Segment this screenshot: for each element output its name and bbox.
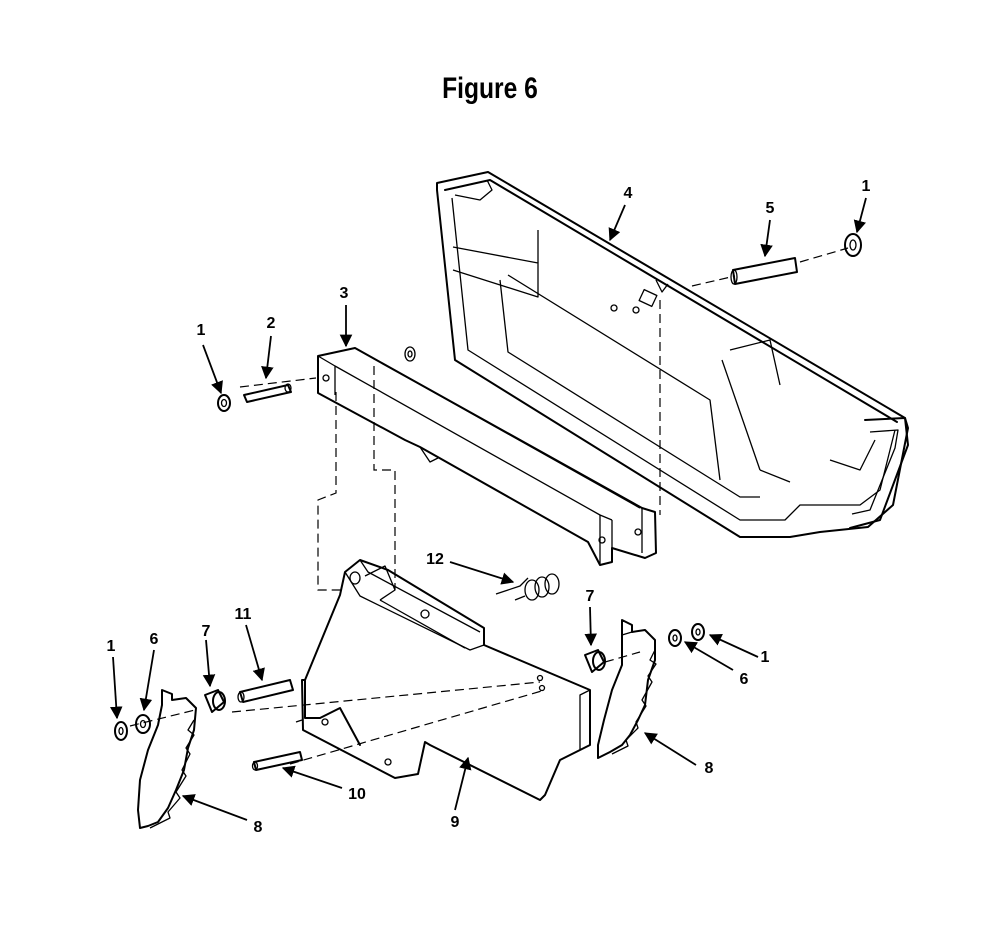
- callout-10: 10: [348, 786, 366, 803]
- callout-11: 11: [235, 606, 252, 623]
- pin-part-2: [243, 383, 292, 403]
- pawl-left-part-8: [137, 689, 197, 829]
- pawl-right-part-8: [597, 619, 657, 759]
- callout-5: 5: [766, 200, 775, 217]
- pin-part-5: [730, 257, 798, 285]
- callout-3: 3: [340, 285, 349, 302]
- callout-1-right: 1: [761, 649, 770, 666]
- callout-labels: 1 2 3 4 5 1 12 7 1 6 8 1 6 7 11 10 9 8: [107, 178, 871, 836]
- pin-part-11: [237, 679, 294, 703]
- callout-8-right: 8: [705, 760, 714, 777]
- figure-title: Figure 6: [442, 72, 538, 105]
- spacer-left-part-7: [204, 689, 226, 713]
- callout-8-left: 8: [254, 819, 263, 836]
- callout-1-top-right: 1: [862, 178, 871, 195]
- retaining-ring-top-right: [844, 233, 862, 257]
- pin-part-10: [251, 751, 303, 771]
- spring-part-12: [495, 573, 560, 601]
- alignment-lines: [129, 247, 849, 765]
- washer-top: [404, 346, 416, 362]
- callout-1-left: 1: [107, 638, 116, 655]
- callout-6-right: 6: [740, 671, 749, 688]
- callout-9: 9: [451, 814, 460, 831]
- callout-6-left: 6: [150, 631, 159, 648]
- callout-12: 12: [426, 551, 444, 568]
- washer-right-part-6: [668, 629, 682, 647]
- support-arm-part-3: [317, 347, 657, 566]
- retaining-ring-right: [691, 623, 705, 641]
- callout-4: 4: [624, 185, 633, 202]
- callout-7-left: 7: [202, 623, 211, 640]
- callout-7-right: 7: [586, 588, 595, 605]
- retaining-ring-left: [114, 721, 128, 741]
- callout-arrows: [109, 197, 867, 821]
- blade-guard-part-4: [436, 171, 909, 538]
- washer-left-part-6: [135, 714, 151, 734]
- callout-1-top-left: 1: [197, 322, 206, 339]
- callout-2: 2: [267, 315, 276, 332]
- retaining-ring-top-left: [217, 394, 231, 412]
- spacer-right-part-7: [584, 649, 606, 673]
- bracket-part-9: [295, 559, 591, 801]
